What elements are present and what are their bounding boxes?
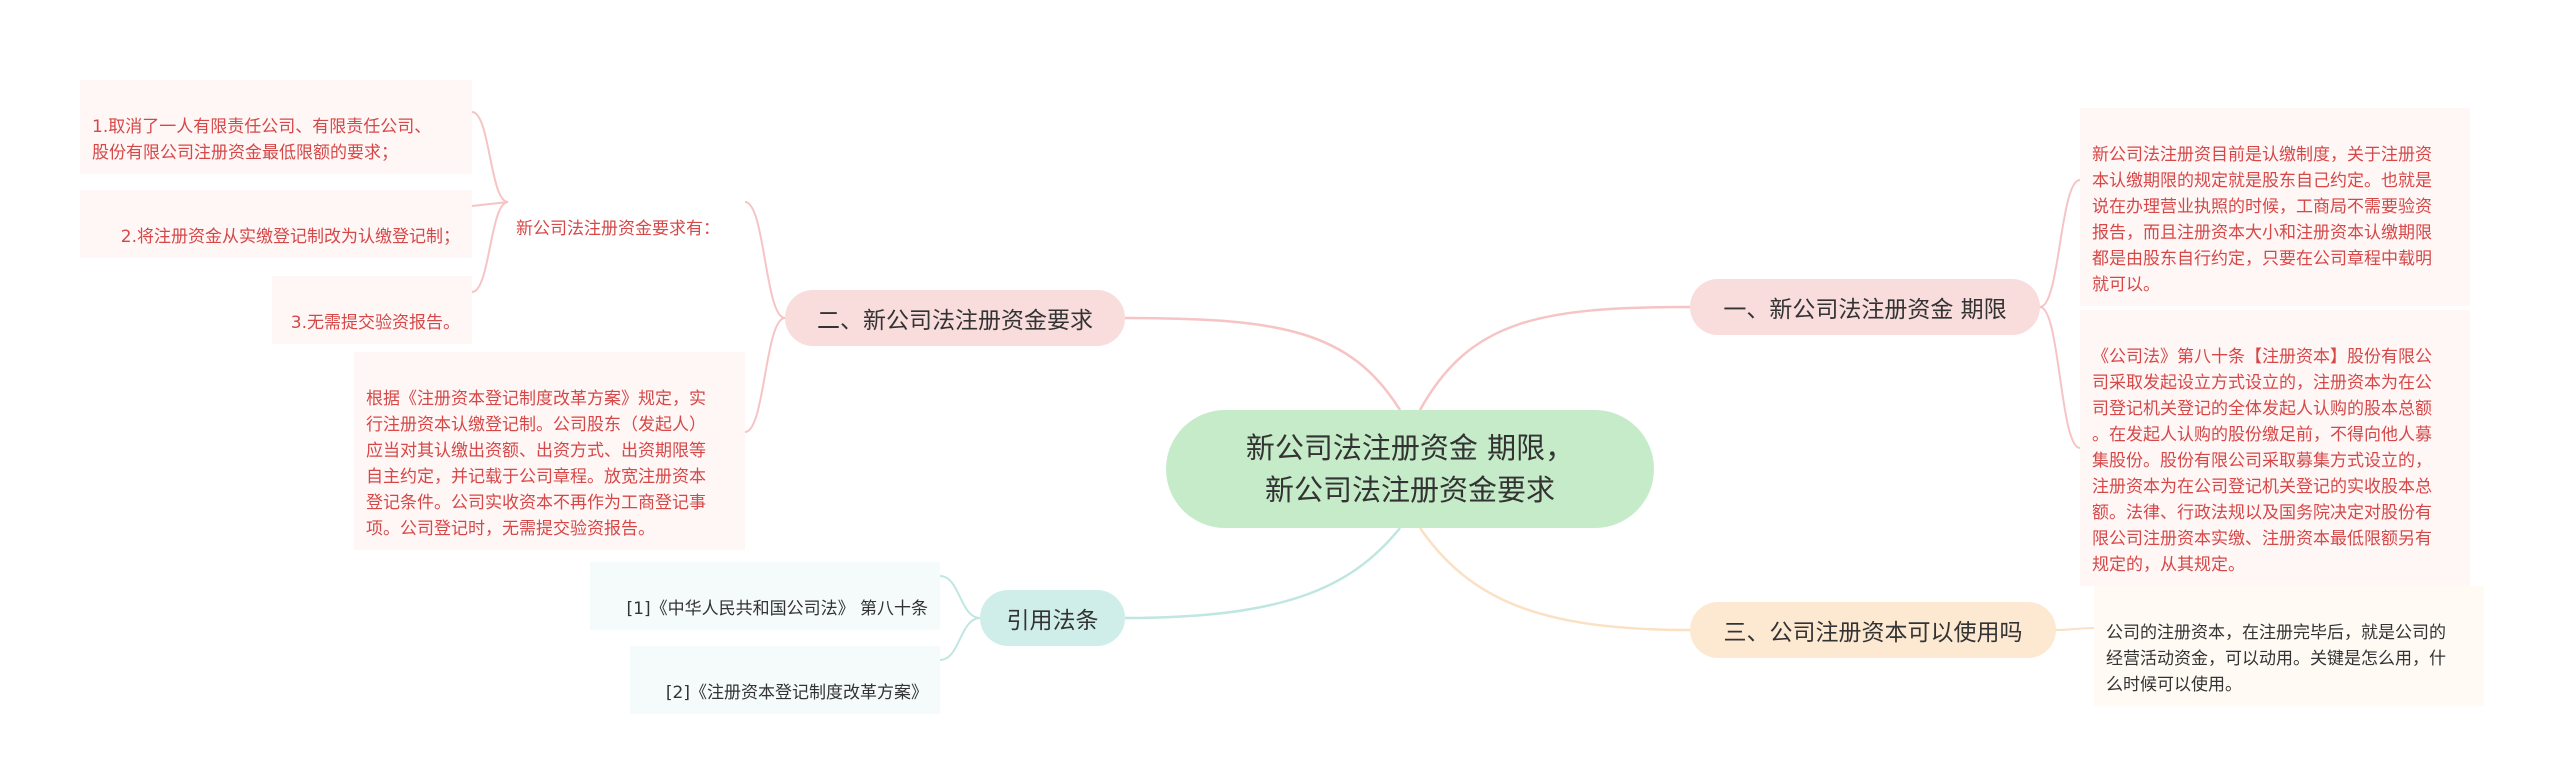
root-topic-line2: 新公司法注册资金要求 bbox=[1264, 473, 1555, 507]
link-left2-leaf1 bbox=[939, 575, 981, 619]
leaf-text: [1]《中华人民共和国公司法》 第八十条 bbox=[626, 599, 928, 619]
root-topic-line1: 新公司法注册资金 期限， bbox=[1245, 431, 1575, 465]
leaf-subscription-system[interactable]: 新公司法注册资目前是认缴制度，关于注册资 本认缴期限的规定就是股东自己约定。也就… bbox=[2080, 108, 2470, 306]
leaf-text: 根据《注册资本登记制度改革方案》规定，实 行注册资本认缴登记制。公司股东（发起人… bbox=[366, 389, 706, 539]
link-sub-item1 bbox=[471, 111, 509, 203]
link-sub-item2 bbox=[471, 201, 509, 207]
leaf-company-law-article-80[interactable]: 《公司法》第八十条【注册资本】股份有限公 司采取发起设立方式设立的，注册资本为在… bbox=[2080, 310, 2470, 586]
link-root-right2 bbox=[1418, 527, 1691, 632]
branch-label: 一、新公司法注册资金 期限 bbox=[1723, 297, 2007, 323]
leaf-text: 新公司法注册资目前是认缴制度，关于注册资 本认缴期限的规定就是股东自己约定。也就… bbox=[2092, 145, 2432, 295]
link-left1-leaf bbox=[744, 317, 786, 433]
requirement-item-2[interactable]: 2.将注册资金从实缴登记制改为认缴登记制； bbox=[80, 190, 472, 258]
requirement-item-3[interactable]: 3.无需提交验资报告。 bbox=[272, 276, 472, 344]
leaf-text: 公司的注册资本，在注册完毕后，就是公司的 经营活动资金，可以动用。关键是怎么用，… bbox=[2106, 623, 2446, 695]
link-sub-item3 bbox=[471, 201, 509, 293]
branch-cited-laws[interactable]: 引用法条 bbox=[980, 590, 1125, 646]
citation-company-law[interactable]: [1]《中华人民共和国公司法》 第八十条 bbox=[590, 562, 940, 630]
sub-topic-requirements-list[interactable]: 新公司法注册资金要求有： bbox=[508, 188, 745, 244]
leaf-capital-usage-answer[interactable]: 公司的注册资本，在注册完毕后，就是公司的 经营活动资金，可以动用。关键是怎么用，… bbox=[2094, 586, 2484, 706]
citation-reform-plan[interactable]: [2]《注册资本登记制度改革方案》 bbox=[630, 646, 940, 714]
sub-topic-label: 新公司法注册资金要求有： bbox=[516, 219, 720, 239]
branch-label: 引用法条 bbox=[1006, 608, 1099, 634]
root-topic[interactable]: 新公司法注册资金 期限， 新公司法注册资金要求 bbox=[1166, 410, 1654, 528]
branch-capital-usage[interactable]: 三、公司注册资本可以使用吗 bbox=[1690, 602, 2056, 658]
link-left1-sub bbox=[744, 201, 786, 319]
leaf-text: 2.将注册资金从实缴登记制改为认缴登记制； bbox=[120, 227, 460, 247]
link-right1-leaf1 bbox=[2039, 179, 2081, 308]
link-root-left1 bbox=[1124, 316, 1402, 411]
link-right2-leaf1 bbox=[2055, 627, 2095, 631]
branch-registered-capital-term[interactable]: 一、新公司法注册资金 期限 bbox=[1690, 279, 2040, 335]
branch-label: 三、公司注册资本可以使用吗 bbox=[1723, 620, 2023, 646]
requirement-item-1[interactable]: 1.取消了一人有限责任公司、有限责任公司、 股份有限公司注册资金最低限额的要求； bbox=[80, 80, 472, 174]
link-root-right1 bbox=[1418, 305, 1691, 411]
branch-label: 二、新公司法注册资金要求 bbox=[817, 308, 1093, 334]
link-right1-leaf2 bbox=[2039, 306, 2081, 449]
link-root-left2 bbox=[1124, 527, 1401, 620]
leaf-text: 3.无需提交验资报告。 bbox=[290, 313, 460, 333]
leaf-text: 《公司法》第八十条【注册资本】股份有限公 司采取发起设立方式设立的，注册资本为在… bbox=[2092, 347, 2432, 575]
branch-registered-capital-requirements[interactable]: 二、新公司法注册资金要求 bbox=[785, 290, 1125, 346]
leaf-reform-plan-summary[interactable]: 根据《注册资本登记制度改革方案》规定，实 行注册资本认缴登记制。公司股东（发起人… bbox=[354, 352, 745, 550]
link-left2-leaf2 bbox=[939, 617, 981, 661]
leaf-text: [2]《注册资本登记制度改革方案》 bbox=[665, 683, 928, 703]
leaf-text: 1.取消了一人有限责任公司、有限责任公司、 股份有限公司注册资金最低限额的要求； bbox=[92, 117, 432, 163]
